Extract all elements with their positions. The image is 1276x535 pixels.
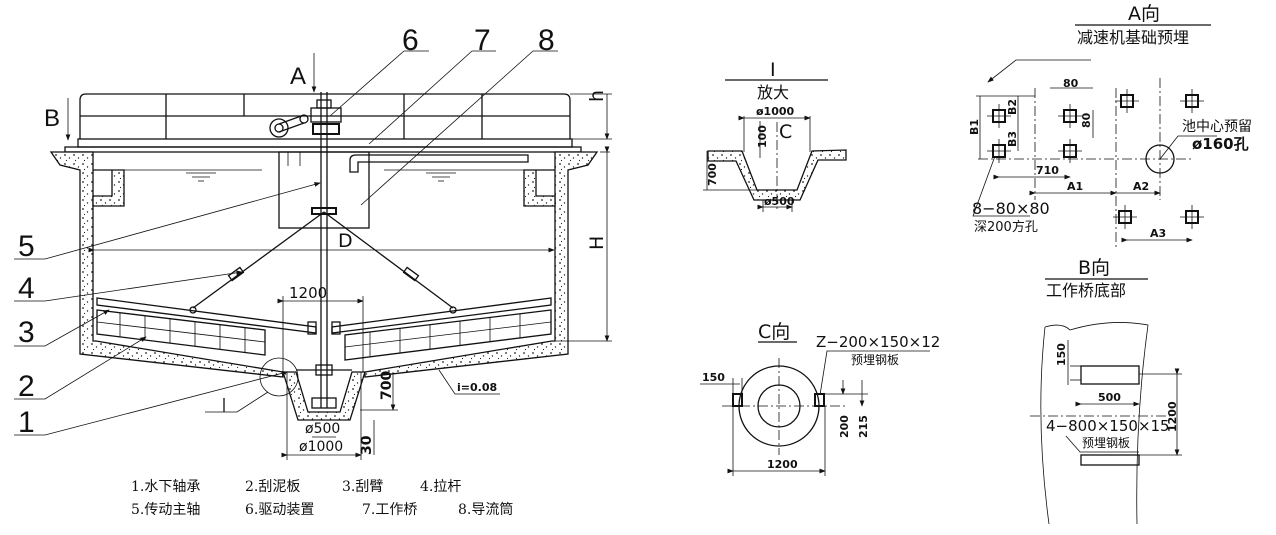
- detail-I-top-dim: ø1000: [756, 105, 795, 118]
- dim-1200-b: 1200: [1166, 401, 1179, 432]
- plate-note-b: 预埋钢板: [1082, 436, 1130, 450]
- dim-H-label: H: [586, 236, 608, 250]
- view-B: B向 工作桥底部 150 500 1200 4−800×150×15 预埋钢板: [1030, 257, 1182, 525]
- view-marker-A: A: [290, 63, 306, 90]
- view-A: A向 减速机基础预埋 池中心预留 ø160孔 80 80 B1 B2 B3: [968, 3, 1252, 250]
- center-hole: [1145, 144, 1175, 174]
- plate-spec-b: 4−800×150×15: [1046, 417, 1170, 435]
- dim-B3: B3: [1006, 131, 1019, 147]
- view-A-title: A向: [1128, 3, 1160, 25]
- view-B-subtitle: 工作桥底部: [1046, 281, 1126, 300]
- dim-80-w: 80: [1063, 77, 1079, 90]
- dim-1200: 1200: [289, 284, 327, 302]
- dim-215: 215: [857, 415, 870, 438]
- dim-30: 30: [359, 435, 375, 455]
- dim-150: 150: [702, 371, 725, 384]
- detail-I-C-marker: C: [779, 121, 792, 143]
- legend-item: 2.刮泥板: [245, 479, 300, 495]
- legend-item: 5.传动主轴: [131, 502, 200, 518]
- view-A-subtitle: 减速机基础预埋: [1077, 28, 1189, 47]
- legend-item: 8.导流筒: [458, 501, 513, 518]
- detail-I-depth-dim: 700: [706, 163, 719, 186]
- dim-B2: B2: [1006, 99, 1019, 115]
- center-note: 池中心预留: [1182, 119, 1252, 135]
- detail-I-view: I 放大 ø1000 100 C 700 ø500: [703, 59, 847, 212]
- view-C-title: C向: [758, 321, 790, 343]
- plate-spec: Z−200×150×12: [816, 333, 940, 351]
- legend-item: 7.工作桥: [362, 502, 417, 518]
- dim-h-label: h: [586, 90, 608, 102]
- detail-I-circle: [259, 357, 299, 397]
- launder-right: [523, 169, 556, 207]
- parts-legend: 1.水下轴承 2.刮泥板 3.刮臂 4.拉杆 5.传动主轴 6.驱动装置 7.工…: [131, 479, 513, 518]
- main-section-view: D H h 1200 700 30 ø500 ø1000 i=0.08 A B: [14, 24, 612, 518]
- detail-I-subtitle: 放大: [757, 83, 789, 102]
- drive-device: [269, 99, 342, 138]
- dim-80-h: 80: [1080, 112, 1093, 128]
- callout-8: 8: [538, 24, 555, 57]
- dim-phi1000: ø1000: [299, 439, 343, 455]
- dim-1200: 1200: [767, 458, 798, 471]
- dim-500: 500: [1098, 391, 1121, 404]
- callout-5: 5: [18, 230, 35, 263]
- center-hole-size: ø160孔: [1192, 135, 1249, 153]
- scraper-blades: [96, 309, 552, 361]
- scraper-arms: [96, 297, 552, 335]
- legend-item: 1.水下轴承: [131, 479, 200, 495]
- sludge-pit: [282, 371, 366, 421]
- slope-label: i=0.08: [457, 381, 497, 394]
- callout-1: 1: [18, 406, 35, 439]
- legend-item: 6.驱动装置: [245, 502, 314, 518]
- callout-2: 2: [18, 370, 35, 403]
- hole-note: 8−80×80: [972, 199, 1050, 218]
- callout-6: 6: [402, 24, 419, 57]
- dim-A2: A2: [1133, 180, 1149, 193]
- dim-B1: B1: [968, 119, 981, 135]
- view-C: C向 Z−200×150×12 预埋钢板 150 200 215 1200: [700, 321, 940, 476]
- dim-phi500: ø500: [305, 421, 340, 437]
- part-callouts: 6 7 8 5 4 3 2 1: [14, 24, 558, 439]
- plate-note: 预埋钢板: [851, 353, 899, 367]
- dim-710: 710: [1036, 164, 1059, 177]
- dim-700: 700: [379, 371, 395, 400]
- bridge-outline: [1040, 322, 1149, 525]
- dim-A1: A1: [1067, 180, 1083, 193]
- launder-left: [92, 169, 125, 207]
- water-level: [94, 169, 527, 182]
- view-B-title: B向: [1078, 257, 1110, 279]
- dim-150-b: 150: [1055, 343, 1068, 366]
- legend-item: 4.拉杆: [420, 479, 461, 495]
- callout-3: 3: [18, 316, 35, 349]
- detail-I-bottom-dim: ø500: [764, 195, 795, 208]
- dim-A3: A3: [1150, 227, 1166, 240]
- dim-200: 200: [838, 415, 851, 438]
- hole-depth: 深200方孔: [974, 219, 1038, 235]
- callout-7: 7: [474, 24, 491, 57]
- callout-4: 4: [18, 272, 35, 305]
- tie-rods: [189, 211, 457, 314]
- legend-item: 3.刮臂: [342, 479, 383, 495]
- detail-I-title: I: [770, 59, 776, 81]
- dim-D-label: D: [338, 230, 353, 252]
- view-marker-B: B: [44, 105, 60, 132]
- detail-I-lip-dim: 100: [756, 125, 769, 148]
- inlet-pipe: [349, 154, 529, 173]
- anchor-holes: [987, 89, 1204, 229]
- guide-cylinder: [278, 151, 370, 229]
- tank-wall-right: [364, 151, 599, 378]
